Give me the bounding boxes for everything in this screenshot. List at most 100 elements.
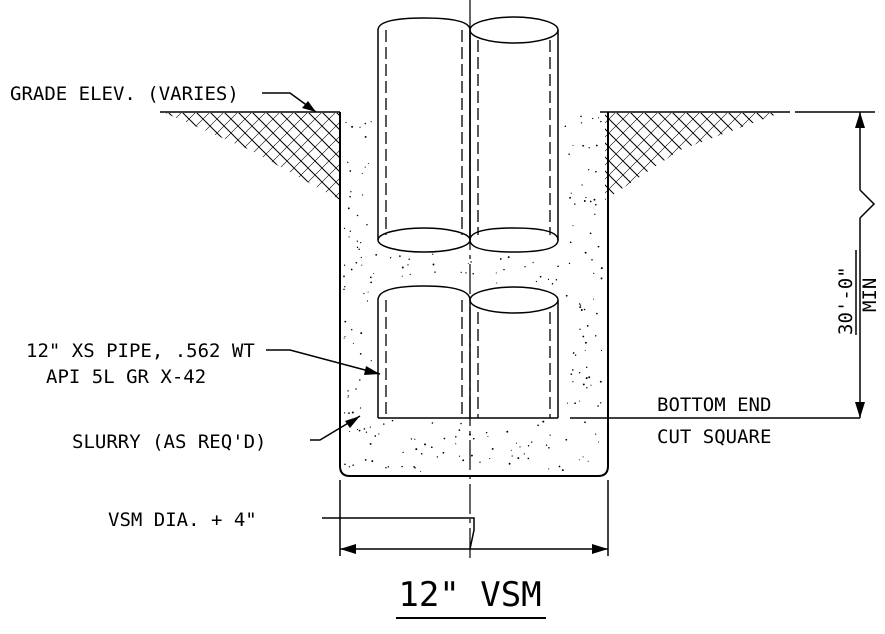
slurry-speck <box>413 465 415 468</box>
slurry-speck <box>495 272 497 274</box>
slurry-speck <box>350 191 352 193</box>
slurry-speck <box>549 434 551 436</box>
slurry-speck <box>578 303 581 305</box>
slurry-speck <box>349 430 351 433</box>
upper-pipe-pair <box>377 16 559 253</box>
slurry-speck <box>555 279 558 281</box>
slurry-speck <box>472 437 475 440</box>
slurry-speck <box>523 453 525 455</box>
slurry-leader <box>310 415 361 441</box>
slurry-speck <box>537 424 539 427</box>
slurry-speck <box>585 377 588 380</box>
slurry-speck <box>359 353 362 355</box>
grade-leader <box>262 92 317 113</box>
slurry-speck <box>580 115 582 118</box>
slurry-speck <box>361 172 363 175</box>
slurry-speck <box>349 230 351 232</box>
slurry-speck <box>582 456 584 458</box>
slurry-speck <box>343 337 345 339</box>
slurry-speck <box>344 463 346 466</box>
slurry-speck <box>597 405 599 407</box>
slurry-speck <box>385 467 387 469</box>
slurry-speck <box>344 336 346 338</box>
slurry-speck <box>401 465 403 468</box>
slurry-speck <box>402 451 404 454</box>
slurry-speck <box>356 246 359 249</box>
slurry-speck <box>584 349 586 352</box>
slurry-speck <box>588 169 590 171</box>
slurry-speck <box>503 268 505 271</box>
slurry-speck <box>366 223 368 226</box>
slurry-speck <box>458 455 461 457</box>
slurry-speck <box>366 300 369 302</box>
slurry-speck <box>594 335 597 337</box>
slurry-speck <box>527 457 530 460</box>
slurry-speck <box>569 241 572 244</box>
slurry-speck <box>455 443 457 445</box>
slurry-speck <box>491 447 494 450</box>
slurry-speck <box>365 431 368 433</box>
slurry-speck <box>462 459 465 462</box>
slurry-speck <box>570 373 573 376</box>
slurry-speck <box>489 458 491 460</box>
slurry-speck <box>511 455 513 457</box>
slurry-speck <box>383 423 385 425</box>
slurry-speck <box>343 412 346 414</box>
bottom-end-label-line1: BOTTOM END <box>657 394 771 416</box>
slurry-speck <box>364 135 367 138</box>
slurry-speck <box>485 431 488 434</box>
slurry-speck <box>565 294 568 297</box>
slurry-speck <box>351 125 354 128</box>
pipe-label-line2: API 5L GR X-42 <box>46 366 206 388</box>
slurry-speck <box>458 429 461 431</box>
slurry-speck <box>378 433 380 435</box>
slurry-speck <box>355 261 358 264</box>
soil-hatch-right <box>605 113 780 200</box>
slurry-speck <box>360 241 362 244</box>
slurry-speck <box>600 120 602 123</box>
slurry-speck <box>580 309 583 311</box>
slurry-speck <box>410 438 413 440</box>
slurry-speck <box>579 306 582 309</box>
slurry-speck <box>557 265 559 268</box>
depth-dimension <box>795 111 876 418</box>
slurry-speck <box>408 258 410 260</box>
slurry-speck <box>391 419 394 422</box>
slurry-speck <box>432 253 434 255</box>
slurry-speck <box>467 263 469 265</box>
slurry-speck <box>472 272 474 275</box>
slurry-speck <box>389 257 392 259</box>
slurry-speck <box>582 335 585 338</box>
slurry-speck <box>355 388 357 390</box>
grade-label: GRADE ELEV. (VARIES) <box>10 83 239 105</box>
slurry-speck <box>595 433 597 435</box>
slurry-speck <box>361 194 364 196</box>
slurry-speck <box>588 147 590 149</box>
slurry-speck <box>587 460 589 462</box>
slurry-speck <box>531 441 533 443</box>
slurry-speck <box>539 275 542 278</box>
slurry-speck <box>586 387 588 389</box>
slurry-speck <box>343 227 346 230</box>
slurry-speck <box>352 342 354 345</box>
slurry-speck <box>407 264 409 266</box>
slurry-speck <box>364 122 367 125</box>
slurry-speck <box>350 328 353 331</box>
slurry-speck <box>580 122 583 124</box>
width-dimension <box>322 480 609 556</box>
slurry-speck <box>516 442 518 444</box>
slurry-speck <box>414 467 416 469</box>
slurry-speck <box>572 352 575 354</box>
slurry-speck <box>370 281 372 284</box>
slurry-speck <box>586 325 589 327</box>
slurry-speck <box>597 117 600 119</box>
bottom-end-label-line2: CUT SQUARE <box>657 426 771 448</box>
excavation-outline <box>339 112 609 477</box>
slurry-speck <box>465 272 467 274</box>
slurry-speck <box>542 420 545 423</box>
slurry-speck <box>599 380 602 383</box>
slurry-speck <box>584 341 587 344</box>
slurry-speck <box>358 429 361 432</box>
slurry-speck <box>470 261 472 263</box>
slurry-speck <box>460 271 462 274</box>
